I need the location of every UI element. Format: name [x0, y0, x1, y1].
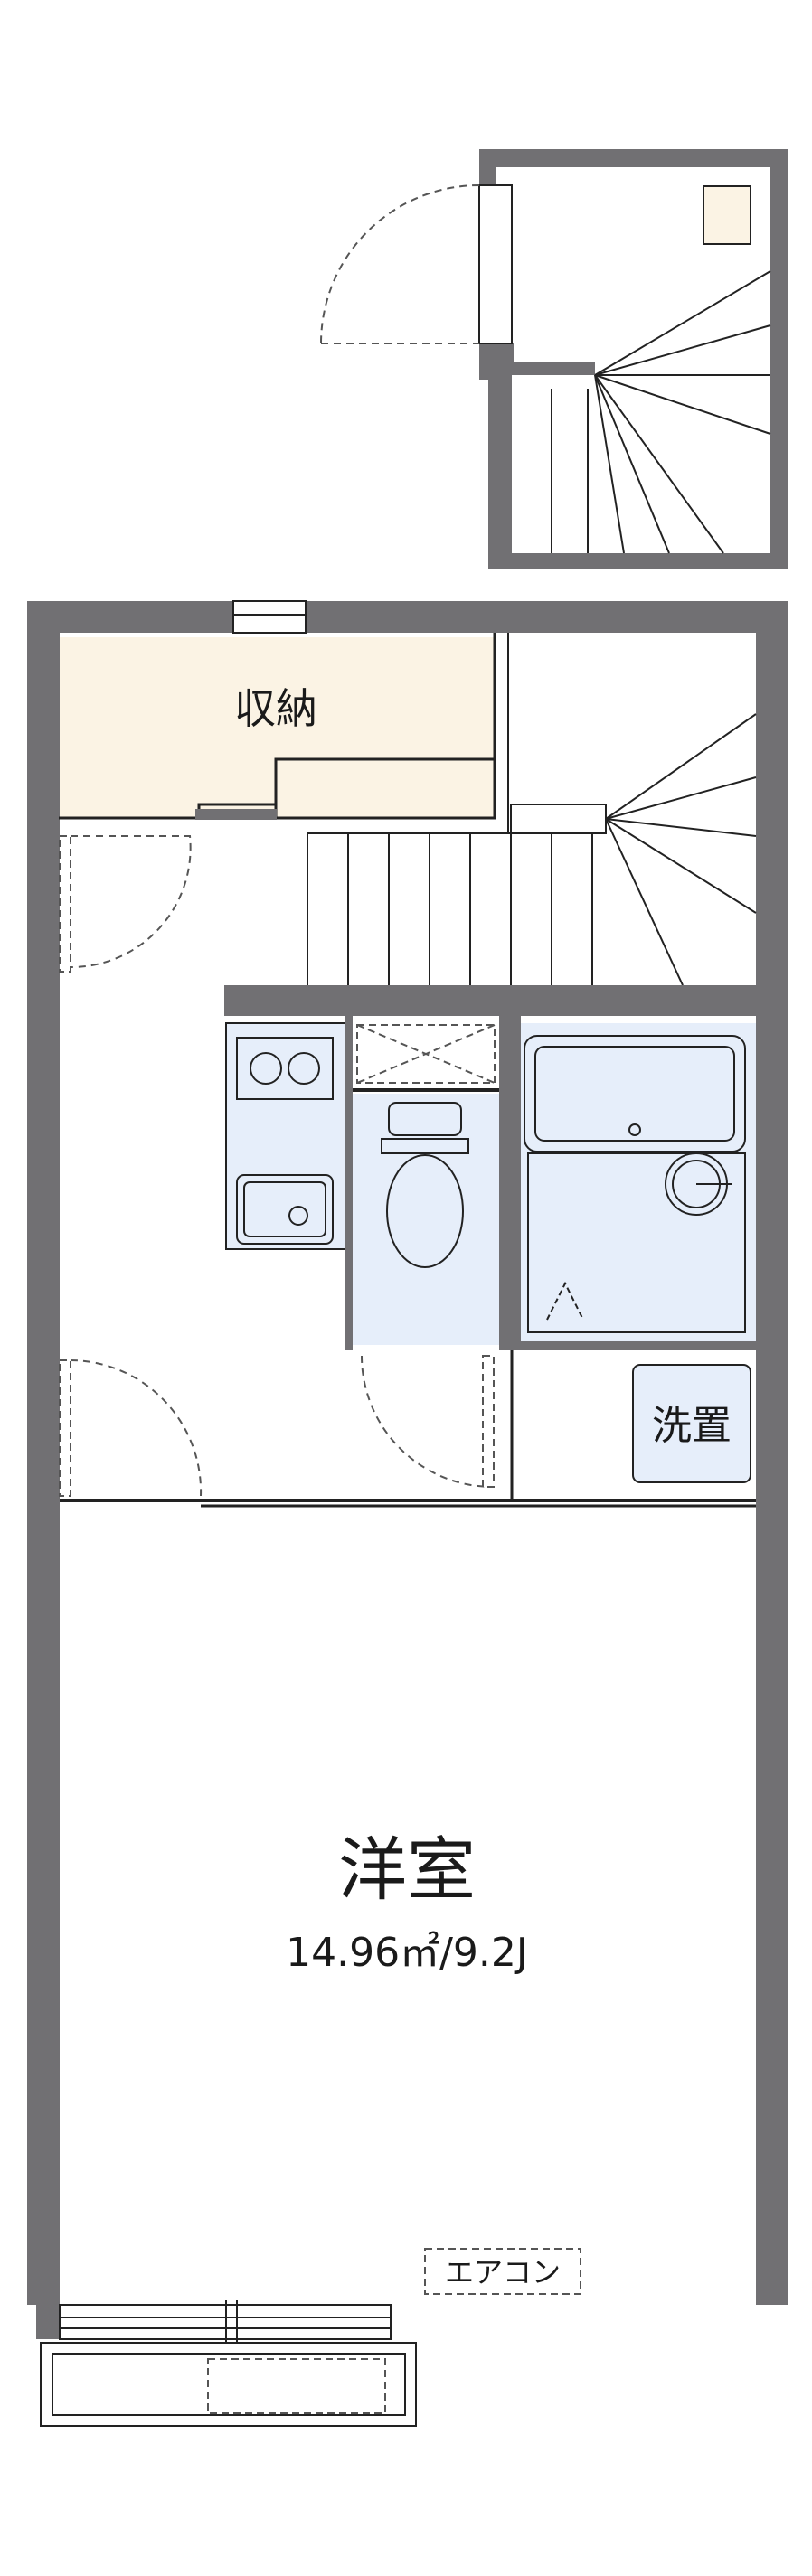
balcony [40, 2342, 417, 2427]
balcony-unit [207, 2358, 386, 2414]
laundry-space [632, 1364, 751, 1483]
western-room-label: 洋室 [338, 1829, 476, 1910]
bath-left-wall [512, 1016, 521, 1350]
hall-door-frame [59, 1359, 71, 1497]
loft-door-jamb [478, 184, 513, 344]
storage-wall-block [195, 809, 277, 820]
loft-stair-winder [594, 270, 771, 554]
balcony-window [59, 2300, 392, 2343]
aircon-label: エアコン [445, 2255, 561, 2289]
main-stair [307, 633, 757, 986]
loft-plan [320, 149, 788, 569]
aircon-unit [424, 2248, 581, 2295]
bath-drain-mark [546, 1281, 584, 1321]
toilet-door-swing [361, 1355, 494, 1488]
loft-door-swing [320, 184, 480, 344]
toilet-shelf [356, 1024, 496, 1084]
storage-label: 収納 [234, 684, 317, 733]
storage-partition [274, 757, 495, 818]
bathtub [524, 1035, 746, 1333]
toilet-right-wall [499, 1016, 512, 1350]
kitchen-right-wall [345, 1016, 353, 1350]
loft-wall [479, 149, 788, 569]
laundry-label: 洗置 [652, 1403, 732, 1449]
top-window [232, 600, 307, 634]
entrance-door-frame [59, 835, 71, 973]
toilet-door-frame [482, 1355, 495, 1488]
stair-bottom-wall [224, 985, 756, 1016]
kitchen-sink [236, 1174, 334, 1245]
stove [236, 1037, 334, 1100]
western-room-area: 14.96㎡/9.2J [286, 1930, 528, 1976]
burner-right [288, 1052, 320, 1085]
burner-left [250, 1052, 282, 1085]
hall-door-swing [70, 1359, 203, 1497]
loft-stair-steps [551, 389, 589, 553]
loft-storage-box [703, 185, 751, 245]
toilet [381, 1102, 469, 1268]
entrance-door-swing [70, 835, 192, 969]
main-plan: 洗置 収納 洋室 14.96㎡/9.2J エアコン [27, 600, 788, 2427]
bath-bottom-wall [512, 1341, 756, 1350]
